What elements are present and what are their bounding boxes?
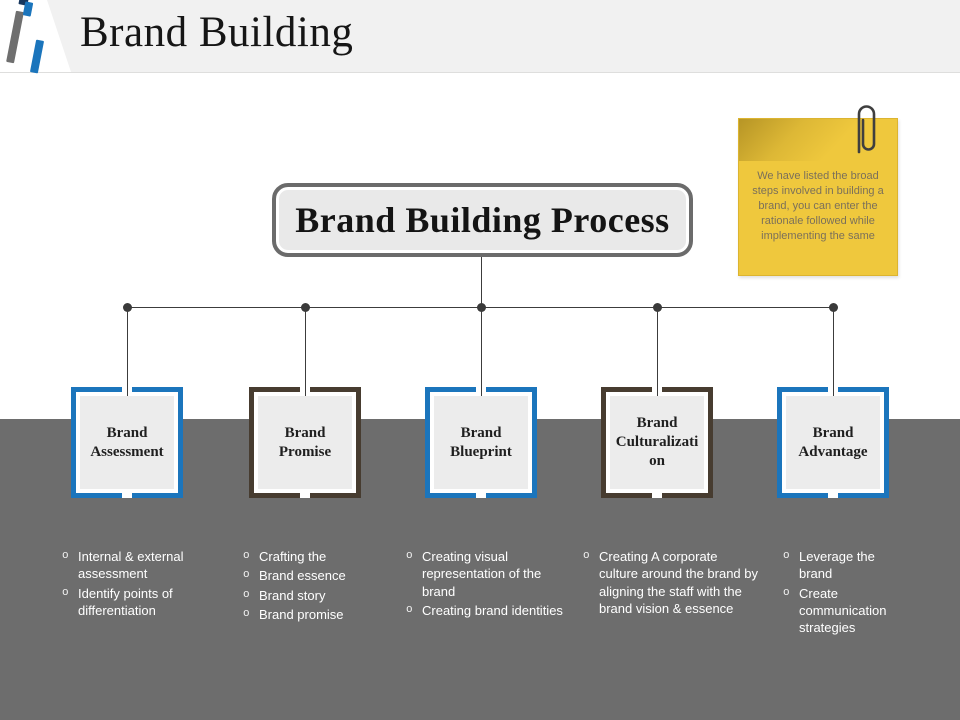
- connector-branch-line: [833, 308, 834, 396]
- bullet-text: Brand essence: [259, 568, 346, 584]
- connector-junction-dot: [123, 303, 132, 312]
- bullet-text: Brand story: [259, 587, 326, 603]
- bullet-text: Leverage the brand: [799, 549, 875, 582]
- bullet-text: Create communication strategies: [799, 585, 887, 636]
- bullet-item: o Leverage the brand: [783, 548, 908, 583]
- bullet-text: Identify points of differentiation: [78, 585, 173, 618]
- node-box-brand-culturalization: Brand Culturalization: [601, 387, 713, 498]
- node-box-brand-blueprint: Brand Blueprint: [425, 387, 537, 498]
- logo-gray-bar: [6, 10, 24, 64]
- bullet-marker-icon: o: [406, 603, 413, 616]
- logo-blue-bar-bottom: [29, 39, 45, 74]
- node-label: Brand Promise: [278, 424, 332, 460]
- connector-junction-dot: [477, 303, 486, 312]
- paperclip-icon: [857, 105, 876, 154]
- sticky-note-fold: [739, 119, 897, 161]
- bullet-item: o Identify points of differentiation: [62, 585, 212, 620]
- node-bottom-notch: [300, 493, 310, 498]
- node-panel: Brand Blueprint: [434, 396, 528, 489]
- bullet-marker-icon: o: [62, 550, 69, 562]
- company-logo-icon: [0, 0, 60, 80]
- bullet-text: Brand promise: [259, 606, 344, 622]
- root-node-label: Brand Building Process: [295, 200, 670, 240]
- bullet-marker-icon: o: [783, 550, 790, 562]
- bullet-marker-icon: o: [243, 607, 250, 620]
- connector-branch-line: [657, 308, 658, 396]
- bullet-marker-icon: o: [406, 550, 413, 562]
- bullet-list: o Creating A corporate culture around the…: [583, 548, 758, 619]
- connector-branch-line: [305, 308, 306, 396]
- bullet-marker-icon: o: [243, 569, 250, 582]
- node-bottom-notch: [476, 493, 486, 498]
- node-panel: Brand Advantage: [786, 396, 880, 489]
- node-box-brand-advantage: Brand Advantage: [777, 387, 889, 498]
- node-label: Brand Advantage: [798, 424, 868, 460]
- node-label: Brand Assessment: [90, 424, 164, 460]
- bullet-marker-icon: o: [243, 550, 250, 562]
- node-panel: Brand Promise: [258, 396, 352, 489]
- root-node-brand-building-process: Brand Building Process: [272, 183, 693, 257]
- node-bottom-notch: [122, 493, 132, 498]
- connector-junction-dot: [301, 303, 310, 312]
- bullet-item: o Create communication strategies: [783, 585, 908, 637]
- node-panel: Brand Culturalization: [610, 396, 704, 489]
- bullet-item: o Creating visual representation of the b…: [406, 548, 564, 600]
- bullet-text: Creating brand identities: [422, 602, 563, 618]
- bullet-item: o Brand promise: [243, 606, 368, 623]
- bullet-text: Internal & external assessment: [78, 549, 184, 582]
- connector-junction-dot: [653, 303, 662, 312]
- connector-junction-dot: [829, 303, 838, 312]
- bullet-item: o Crafting the: [243, 548, 368, 565]
- header-divider: [0, 72, 960, 73]
- sticky-note-text: We have listed the broad steps involved …: [752, 170, 884, 242]
- bullet-text: Crafting the: [259, 549, 327, 564]
- bullet-text: Creating visual representation of the br…: [422, 549, 542, 599]
- bullet-item: o Brand story: [243, 587, 368, 604]
- bullet-marker-icon: o: [783, 586, 790, 599]
- bullet-text: Creating A corporate culture around the …: [599, 549, 758, 616]
- bullet-marker-icon: o: [583, 550, 590, 562]
- node-box-brand-promise: Brand Promise: [249, 387, 361, 498]
- bullet-item: o Brand essence: [243, 567, 368, 584]
- node-bottom-notch: [652, 493, 662, 498]
- node-box-brand-assessment: Brand Assessment: [71, 387, 183, 498]
- node-panel: Brand Assessment: [80, 396, 174, 489]
- header-band: [47, 0, 960, 72]
- bullet-item: o Creating brand identities: [406, 602, 564, 619]
- page-title: Brand Building: [80, 9, 354, 56]
- logo-blue-bar-top: [22, 1, 34, 17]
- sticky-note: We have listed the broad steps involved …: [738, 118, 898, 276]
- bullet-list: o Creating visual representation of the b…: [406, 548, 564, 621]
- node-label: Brand Culturalization: [615, 415, 699, 469]
- connector-branch-line: [481, 308, 482, 396]
- bullet-marker-icon: o: [243, 588, 250, 601]
- bullet-item: o Creating A corporate culture around the…: [583, 548, 758, 617]
- connector-root-stub: [481, 257, 482, 308]
- node-bottom-notch: [828, 493, 838, 498]
- bullet-marker-icon: o: [62, 586, 69, 599]
- node-label: Brand Blueprint: [450, 424, 512, 460]
- connector-branch-line: [127, 308, 128, 396]
- bullet-item: o Internal & external assessment: [62, 548, 212, 583]
